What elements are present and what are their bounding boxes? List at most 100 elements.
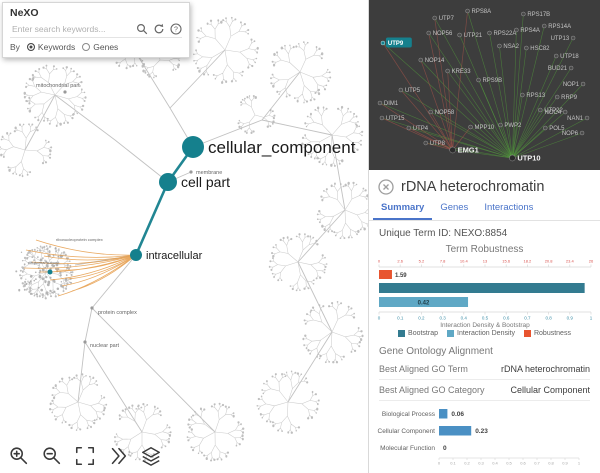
zoom-out-button[interactable] bbox=[39, 443, 64, 468]
radio-genes[interactable]: Genes bbox=[82, 42, 118, 52]
network-node-RPS4A[interactable] bbox=[514, 27, 519, 33]
refresh-icon[interactable] bbox=[152, 22, 165, 35]
network-node-RPS9B[interactable] bbox=[476, 77, 481, 83]
network-node-UTP22[interactable] bbox=[538, 107, 543, 113]
network-node-NOP14[interactable] bbox=[418, 57, 424, 63]
svg-text:0.5: 0.5 bbox=[482, 316, 489, 321]
network-node-UTP5[interactable] bbox=[398, 87, 404, 93]
network-node-UTP8[interactable] bbox=[423, 140, 428, 146]
tree-text-label: mitochondrial part bbox=[36, 83, 80, 89]
zoom-in-button[interactable] bbox=[6, 443, 31, 468]
search-mode-row: By Keywords Genes bbox=[10, 42, 182, 52]
network-node-RPS8A[interactable] bbox=[465, 8, 470, 14]
legend-item: Bootstrap bbox=[398, 330, 438, 337]
svg-text:0.9: 0.9 bbox=[567, 316, 574, 321]
network-node-RPS13[interactable] bbox=[520, 92, 525, 98]
network-node-POL5[interactable] bbox=[542, 125, 548, 131]
term-detail-panel[interactable]: rDNA heterochromatin Summary Genes Inter… bbox=[369, 170, 600, 473]
help-icon[interactable]: ? bbox=[169, 22, 182, 35]
network-node-NSA2[interactable] bbox=[497, 43, 502, 49]
tree-node-intracellular[interactable] bbox=[130, 249, 142, 261]
svg-text:0: 0 bbox=[438, 461, 441, 466]
fit-view-button[interactable] bbox=[72, 443, 97, 468]
network-node-label: RRP9 bbox=[561, 95, 578, 101]
svg-text:0.6: 0.6 bbox=[503, 316, 510, 321]
tree-node-cellular_component[interactable] bbox=[182, 136, 204, 158]
network-node-BUD21[interactable] bbox=[568, 65, 574, 71]
term-title: rDNA heterochromatin bbox=[401, 179, 545, 195]
network-node-KRE33[interactable] bbox=[445, 68, 450, 74]
network-node-NOC4[interactable] bbox=[562, 109, 568, 115]
detail-tabs: Summary Genes Interactions bbox=[369, 198, 600, 221]
tree-node-label: intracellular bbox=[146, 250, 203, 262]
network-node-PWP2[interactable] bbox=[498, 122, 503, 128]
network-node-RPS17B[interactable] bbox=[521, 11, 526, 17]
expand-branches-button[interactable] bbox=[105, 443, 130, 468]
network-node-UTP9[interactable] bbox=[380, 40, 386, 46]
network-node-label: MPP10 bbox=[475, 125, 495, 131]
network-node-label: NAN1 bbox=[567, 116, 584, 122]
svg-text:0.23: 0.23 bbox=[475, 428, 488, 435]
tree-node-cell_part[interactable] bbox=[159, 173, 177, 191]
network-node-UTP18[interactable] bbox=[553, 53, 559, 59]
network-node-UTP13[interactable] bbox=[570, 35, 576, 41]
go-term-value: rDNA heterochromatin bbox=[500, 364, 590, 374]
tree-node-label: cellular_component bbox=[208, 138, 356, 157]
network-node-label: UTP10 bbox=[517, 154, 540, 163]
search-icon[interactable] bbox=[135, 22, 148, 35]
radio-genes-dot[interactable] bbox=[82, 43, 91, 51]
network-node-RRP9[interactable] bbox=[554, 94, 560, 100]
go-category-label: Best Aligned GO Category bbox=[379, 385, 485, 395]
network-node-RPS14A[interactable] bbox=[542, 23, 547, 29]
network-node-label: PWP2 bbox=[504, 123, 522, 129]
network-node-EMG1[interactable] bbox=[449, 146, 456, 154]
radio-keywords[interactable]: Keywords bbox=[26, 42, 75, 52]
svg-text:26: 26 bbox=[589, 259, 594, 264]
layers-button[interactable] bbox=[138, 443, 163, 468]
network-node-label: UTP18 bbox=[560, 54, 579, 60]
svg-text:0.3: 0.3 bbox=[478, 461, 484, 466]
svg-text:10.4: 10.4 bbox=[460, 259, 469, 264]
network-node-label: RPS9B bbox=[483, 78, 503, 84]
svg-text:0.3: 0.3 bbox=[439, 316, 446, 321]
network-node-label: BUD21 bbox=[548, 66, 568, 72]
network-node-UTP21[interactable] bbox=[457, 32, 462, 38]
network-node-NOP1[interactable] bbox=[580, 81, 586, 87]
close-icon[interactable] bbox=[378, 179, 394, 195]
tab-interactions[interactable]: Interactions bbox=[484, 202, 534, 213]
network-node-NOP56[interactable] bbox=[426, 30, 431, 36]
network-node-label: HSC82 bbox=[530, 46, 550, 52]
network-node-label: RPS8A bbox=[472, 9, 492, 15]
tab-summary[interactable]: Summary bbox=[373, 198, 433, 220]
tree-text-label: membrane bbox=[196, 170, 222, 176]
tree-node-label: cell part bbox=[181, 174, 230, 190]
radio-keywords-dot[interactable] bbox=[26, 43, 35, 51]
network-node-UTP15[interactable] bbox=[379, 115, 385, 121]
svg-text:0.8: 0.8 bbox=[545, 316, 552, 321]
search-input[interactable] bbox=[10, 22, 131, 35]
network-node-NAN1[interactable] bbox=[584, 115, 590, 121]
unique-term-id: Unique Term ID: NEXO:8854 bbox=[379, 228, 508, 239]
network-node-HSC82[interactable] bbox=[524, 45, 529, 51]
tab-genes[interactable]: Genes bbox=[440, 202, 469, 213]
network-node-RPS22A[interactable] bbox=[487, 30, 492, 36]
network-node-UTP7[interactable] bbox=[432, 15, 437, 21]
network-node-DIM1[interactable] bbox=[377, 100, 383, 106]
network-node-NOP6[interactable] bbox=[579, 130, 585, 136]
svg-text:0.1: 0.1 bbox=[450, 461, 456, 466]
network-node-MPP10[interactable] bbox=[468, 124, 473, 130]
svg-text:0.7: 0.7 bbox=[524, 316, 531, 321]
search-panel: NeXO ? By Keywords bbox=[2, 2, 190, 58]
network-node-UTP10[interactable] bbox=[509, 154, 516, 162]
network-node-label: NOP14 bbox=[425, 58, 445, 64]
network-node-NOP58[interactable] bbox=[428, 109, 433, 115]
svg-text:1: 1 bbox=[590, 316, 593, 321]
network-node-UTP4[interactable] bbox=[406, 125, 412, 131]
network-node-label: UTP13 bbox=[551, 36, 570, 42]
